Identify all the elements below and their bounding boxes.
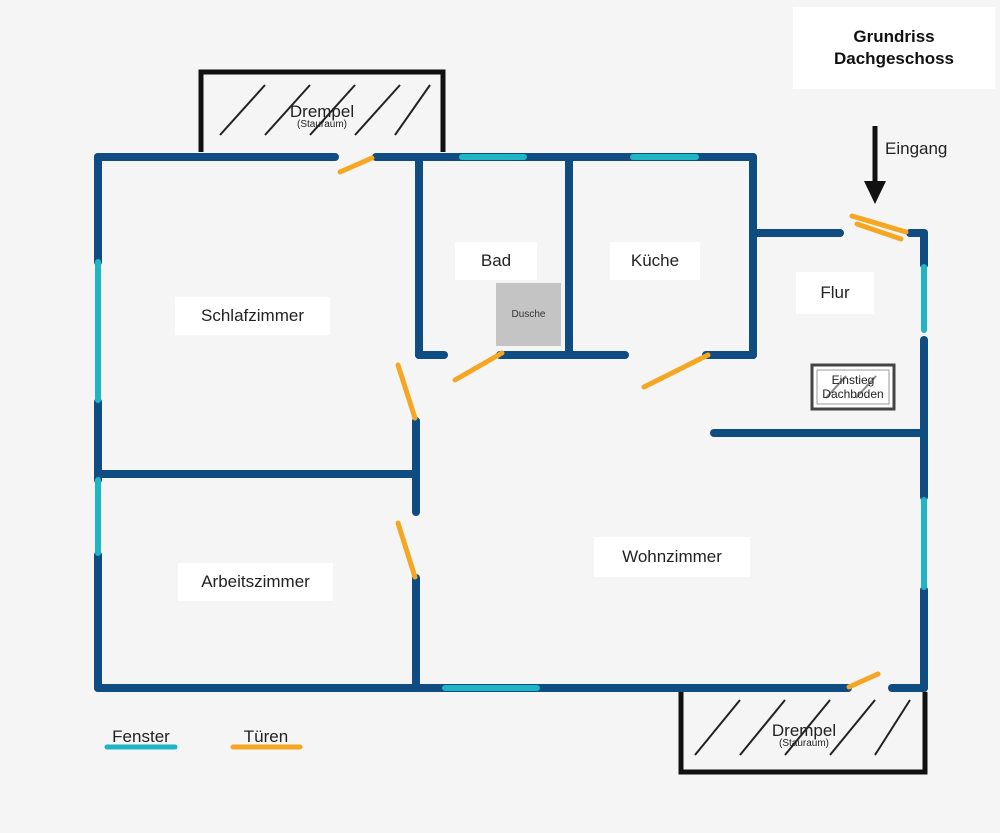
drempel-bottom (678, 692, 928, 775)
drempel-top (198, 69, 446, 152)
doors (337, 155, 909, 690)
room-label-kueche: Küche (610, 242, 700, 280)
room-label-flur: Flur (796, 272, 874, 314)
drempel-top-label: Drempel (Stauraum) (278, 103, 366, 130)
drempel-top-title: Drempel (289, 102, 355, 121)
room-label-arbeitszimmer: Arbeitszimmer (178, 563, 333, 601)
plan-title-line1: Grundriss (853, 27, 935, 46)
attic-hatch (810, 363, 896, 411)
attic-hatch-label: Einstieg Dachboden (812, 365, 894, 409)
room-label-wohnzimmer: Wohnzimmer (594, 537, 750, 577)
plan-title: Grundriss Dachgeschoss (793, 7, 995, 89)
drempel-bottom-title: Drempel (771, 721, 837, 740)
drempel-bottom-label: Drempel (Stauraum) (760, 722, 848, 749)
room-label-bad: Bad (455, 242, 537, 280)
drempel-top-sub: (Stauraum) (296, 119, 347, 130)
walls (94, 153, 928, 692)
shower: Dusche (496, 283, 561, 346)
legend-windows-label: Fenster (112, 727, 170, 746)
windows (95, 154, 927, 691)
attic-hatch-label-line2: Dachboden (822, 387, 884, 401)
entrance-label: Eingang (885, 139, 948, 158)
entrance-arrow-icon (864, 126, 886, 204)
attic-hatch-label-line1: Einstieg (831, 373, 875, 387)
plan-title-line2: Dachgeschoss (834, 49, 954, 68)
room-label-schlafzimmer: Schlafzimmer (175, 297, 330, 335)
drempel-bottom-sub: (Stauraum) (778, 738, 829, 749)
legend-doors-label: Türen (243, 727, 289, 746)
